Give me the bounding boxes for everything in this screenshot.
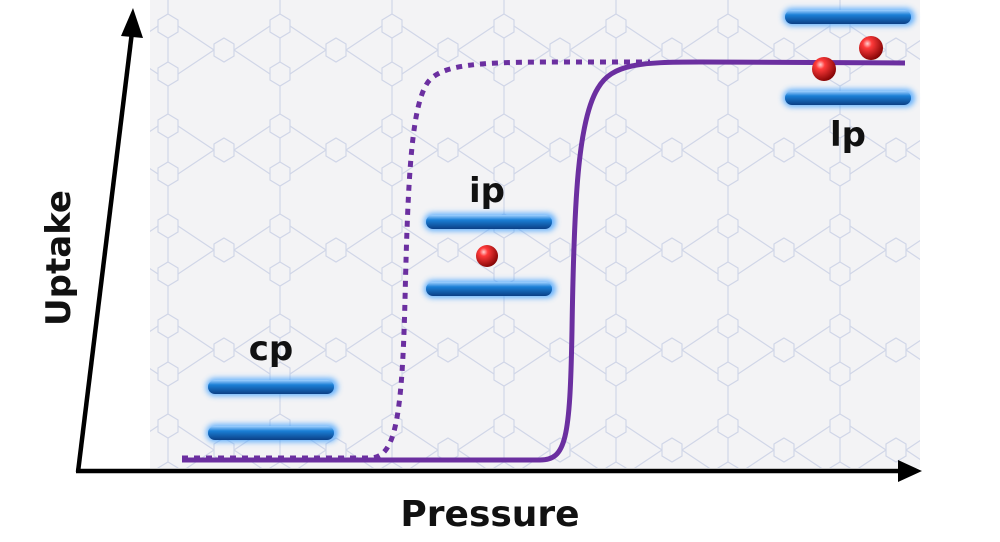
ip-guest-molecule xyxy=(476,245,498,267)
y-axis-arrowhead xyxy=(121,8,143,38)
lp-guest-molecule-2 xyxy=(812,57,836,81)
lp-state: lp xyxy=(783,8,915,155)
lp-label: lp xyxy=(830,115,866,155)
ip-layer-top xyxy=(424,213,556,231)
cp-layer-top xyxy=(206,378,338,396)
lp-guest-molecule-1 xyxy=(859,36,883,60)
ip-layer-bottom xyxy=(424,280,556,298)
solid-isotherm xyxy=(182,59,906,463)
ip-label: ip xyxy=(469,171,505,211)
x-axis-label: Pressure xyxy=(400,494,579,535)
lp-layer-top xyxy=(783,8,915,26)
cp-layer-bottom xyxy=(206,424,338,442)
cp-state: cp xyxy=(206,329,338,442)
ip-state: ip xyxy=(424,171,556,298)
y-axis-label: Uptake xyxy=(39,190,79,326)
dashed-isotherm xyxy=(182,59,650,461)
x-axis-arrowhead xyxy=(898,460,922,482)
cp-label: cp xyxy=(249,329,294,369)
framework-pattern xyxy=(150,0,920,468)
axes xyxy=(75,8,922,482)
y-axis-line xyxy=(75,31,135,473)
lp-layer-bottom xyxy=(783,89,915,107)
